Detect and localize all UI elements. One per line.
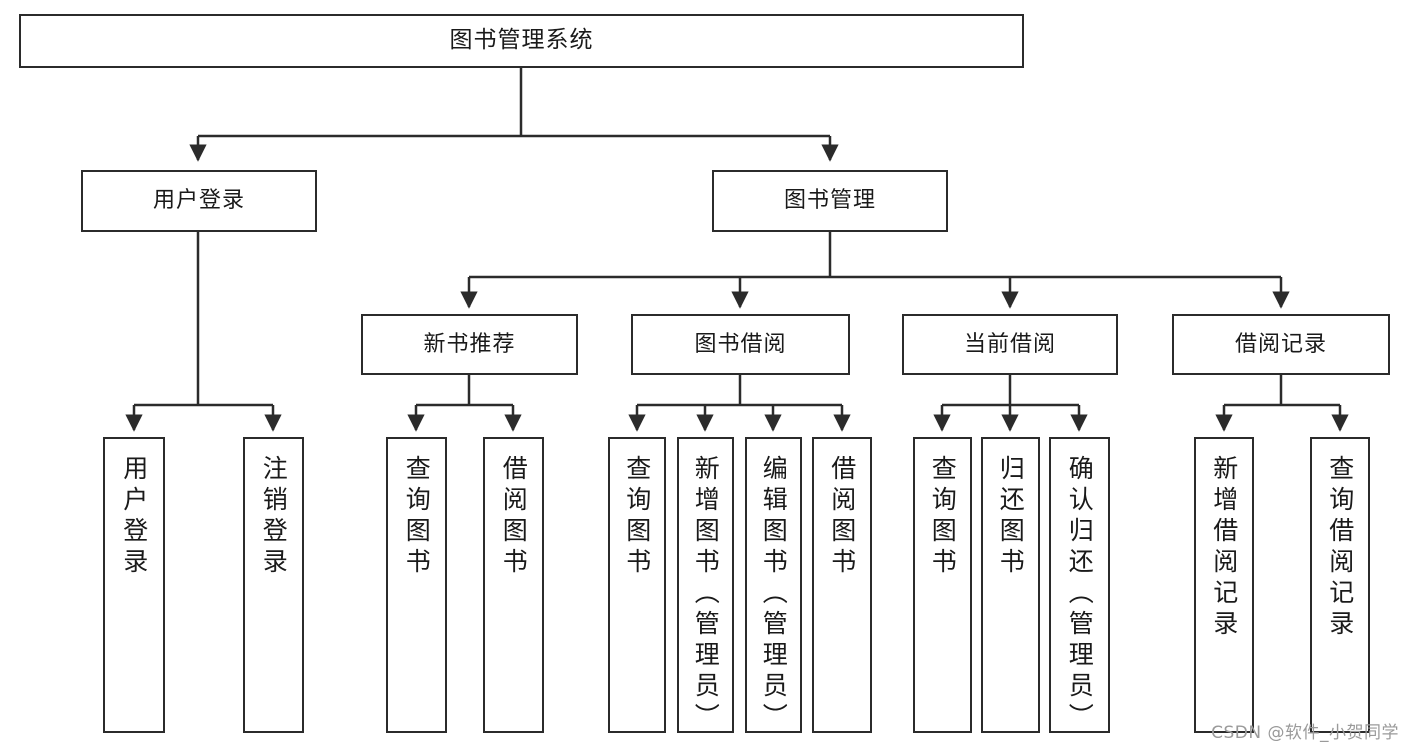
leaf-confirm-return-admin[interactable]: 确认归还（管理员） <box>1049 437 1110 734</box>
node-label: 借阅图书 <box>827 455 857 579</box>
leaf-query-book-current[interactable]: 查询图书 <box>913 437 972 733</box>
node-label: 新增图书（管理员） <box>691 455 721 734</box>
node-label: 用户登录 <box>119 455 149 579</box>
node-label: 当前借阅 <box>963 331 1056 357</box>
node-label: 新增借阅记录 <box>1209 455 1239 641</box>
node-label: 图书借阅 <box>694 331 787 357</box>
leaf-query-book-recommend[interactable]: 查询图书 <box>386 437 447 733</box>
csdn-watermark: CSDN @软件_小贺同学 <box>1211 723 1399 743</box>
leaf-edit-book-admin[interactable]: 编辑图书（管理员） <box>745 437 802 734</box>
leaf-borrow-book[interactable]: 借阅图书 <box>812 437 872 733</box>
node-current-borrow[interactable]: 当前借阅 <box>902 314 1118 375</box>
node-label: 借阅图书 <box>499 455 529 579</box>
node-new-book-recommend[interactable]: 新书推荐 <box>361 314 578 375</box>
node-label: 借阅记录 <box>1234 331 1327 357</box>
leaf-logout[interactable]: 注销登录 <box>243 437 304 733</box>
leaf-add-borrow-record[interactable]: 新增借阅记录 <box>1194 437 1254 733</box>
node-user-login[interactable]: 用户登录 <box>81 170 317 232</box>
node-label: 查询借阅记录 <box>1325 455 1355 641</box>
node-label: 用户登录 <box>152 188 245 214</box>
leaf-return-book[interactable]: 归还图书 <box>981 437 1040 733</box>
leaf-query-borrow-record[interactable]: 查询借阅记录 <box>1310 437 1370 733</box>
node-borrow-record[interactable]: 借阅记录 <box>1172 314 1390 375</box>
node-label: 确认归还（管理员） <box>1065 455 1095 734</box>
node-label: 归还图书 <box>996 455 1026 579</box>
node-book-management[interactable]: 图书管理 <box>712 170 948 232</box>
leaf-add-book-admin[interactable]: 新增图书（管理员） <box>677 437 734 734</box>
node-label: 注销登录 <box>259 455 289 579</box>
leaf-query-book-borrow[interactable]: 查询图书 <box>608 437 666 733</box>
node-book-borrow[interactable]: 图书借阅 <box>631 314 850 375</box>
leaf-user-login[interactable]: 用户登录 <box>103 437 165 733</box>
node-label: 图书管理系统 <box>449 27 594 54</box>
node-label: 图书管理 <box>783 188 876 214</box>
node-label: 查询图书 <box>622 455 652 579</box>
node-label: 查询图书 <box>402 455 432 579</box>
node-root-book-management-system[interactable]: 图书管理系统 <box>19 14 1024 68</box>
node-label: 新书推荐 <box>423 331 516 357</box>
node-label: 查询图书 <box>928 455 958 579</box>
leaf-borrow-book-recommend[interactable]: 借阅图书 <box>483 437 544 733</box>
node-label: 编辑图书（管理员） <box>759 455 789 734</box>
